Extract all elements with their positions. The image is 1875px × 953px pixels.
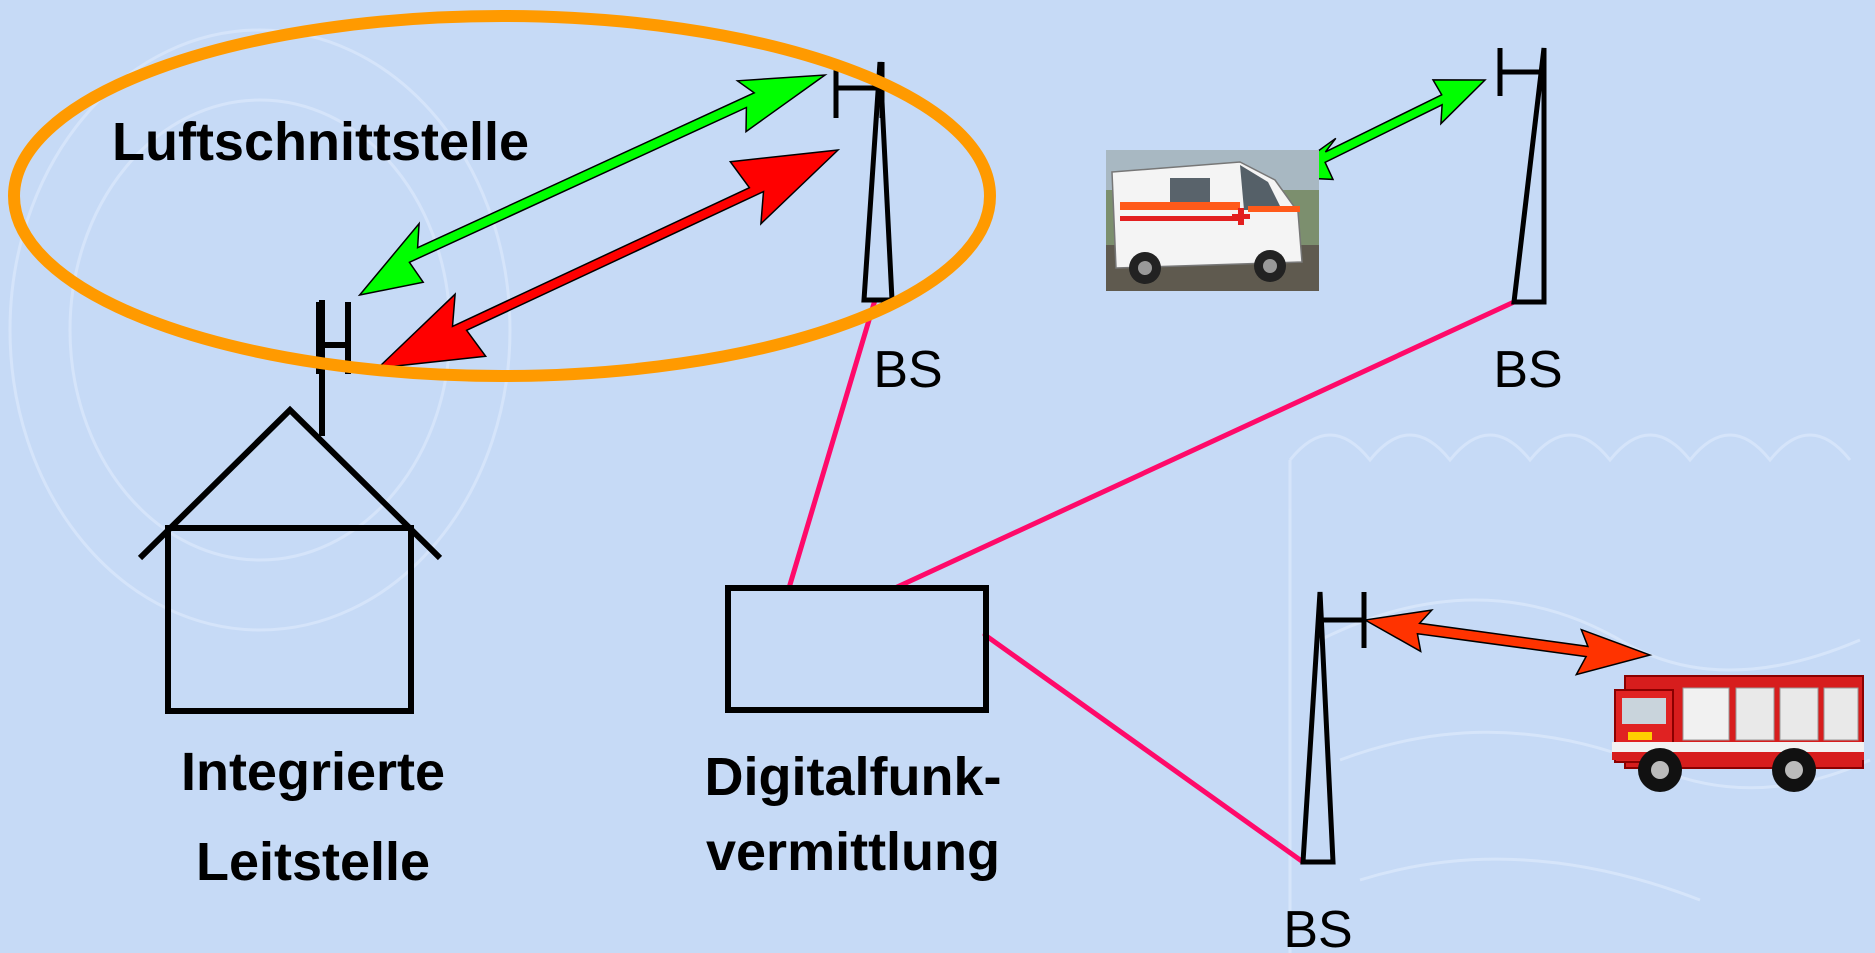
- link-switch-bs1: [786, 297, 878, 591]
- control-center-label-line2: Leitstelle: [196, 832, 430, 892]
- air-interface-highlight-ellipse: [8, 10, 996, 382]
- network-links: [786, 297, 1517, 865]
- base-station-label-3: BS: [1283, 901, 1352, 953]
- green-arrow-air-interface: [357, 74, 828, 297]
- switching-center-label-line2: vermittlung: [706, 822, 1000, 882]
- red-arrow-air-interface: [375, 149, 841, 369]
- switching-center-label-line1: Digitalfunk-: [705, 747, 1002, 807]
- air-interface-label: Luftschnittstelle: [112, 112, 529, 172]
- base-station-label-1: BS: [873, 341, 942, 399]
- link-switch-bs3: [982, 632, 1306, 865]
- link-switch-bs2: [892, 299, 1517, 591]
- control-center-house: [137, 300, 443, 714]
- base-station-label-2: BS: [1493, 341, 1562, 399]
- switching-center-box: [725, 585, 989, 713]
- green-arrow-ambulance: [1279, 79, 1487, 181]
- ambulance-vehicle-icon: [1106, 150, 1319, 291]
- fire-truck-icon: [1612, 675, 1864, 792]
- orange-arrow-fire-truck: [1362, 609, 1653, 676]
- control-center-label-line1: Integrierte: [181, 742, 445, 802]
- background-watermark: [8, 28, 1871, 953]
- base-station-1: [833, 61, 895, 303]
- base-station-2: [1497, 47, 1547, 305]
